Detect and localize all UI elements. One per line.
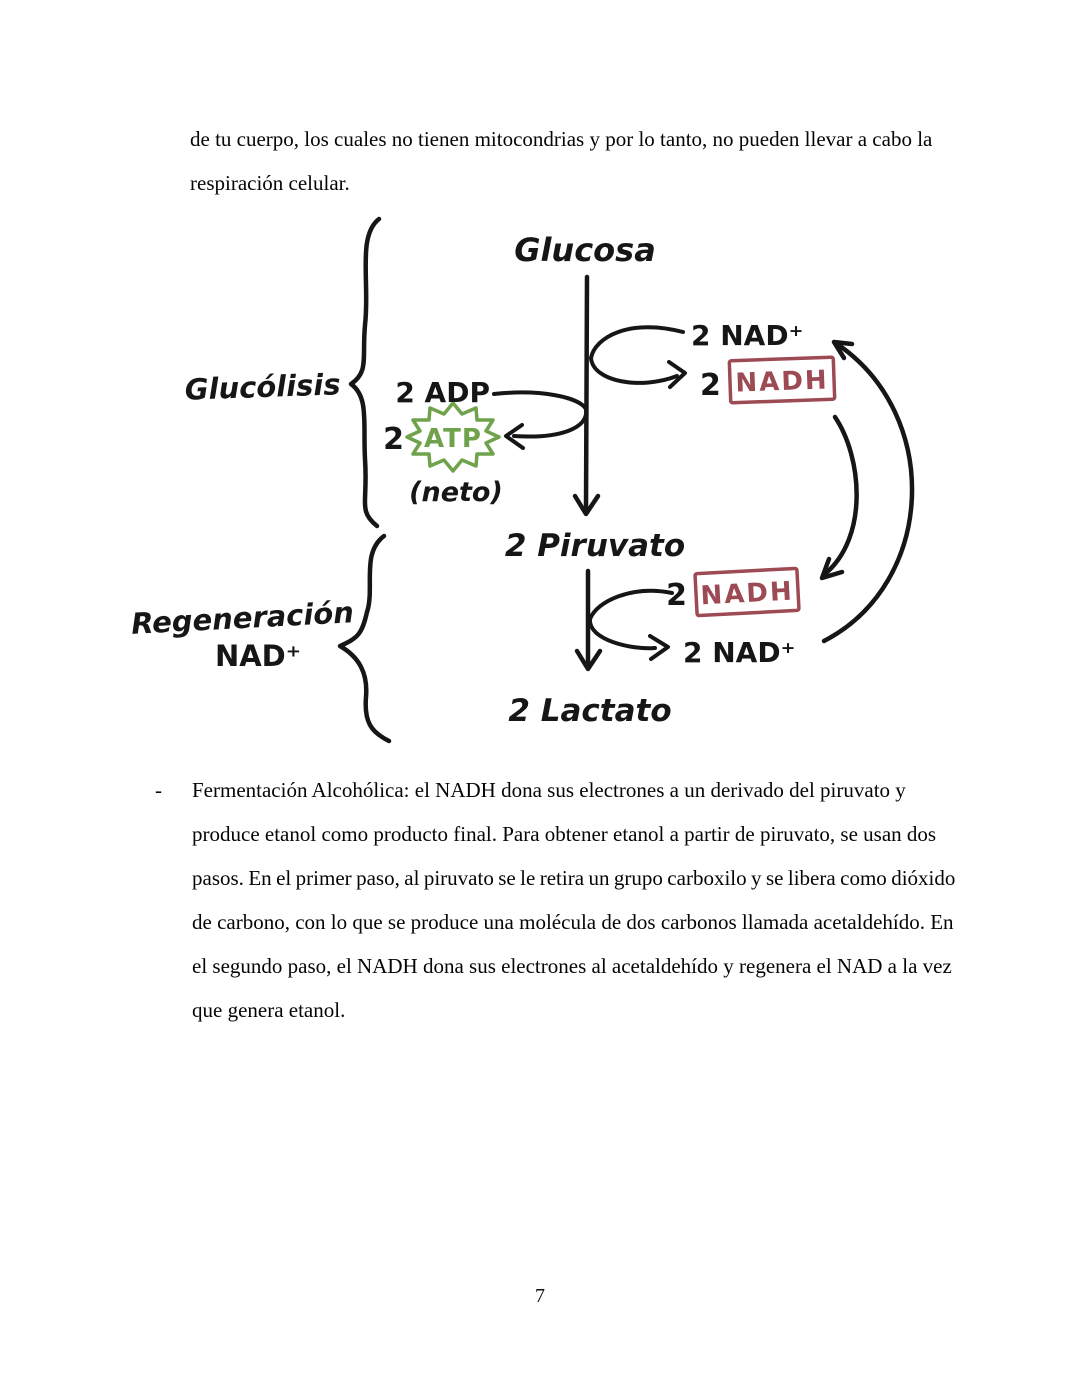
label-lactato: 2 Lactato bbox=[508, 693, 671, 729]
paragraph-line: produce etanol como producto final. Para… bbox=[192, 822, 937, 846]
label-atp-count: 2 bbox=[383, 422, 404, 457]
bullet-marker: - bbox=[155, 778, 162, 802]
paragraph-line: pasos. En el primer paso, al piruvato se… bbox=[192, 866, 956, 890]
glucolisis-brace bbox=[348, 216, 382, 529]
label-adp: 2 ADP bbox=[395, 376, 490, 409]
regeneracion-brace bbox=[337, 533, 392, 744]
nadh-transfer-curve bbox=[822, 414, 859, 577]
arrowhead-down-icon bbox=[574, 648, 603, 672]
label-nad-top: 2 NAD⁺ bbox=[691, 319, 803, 352]
atp-out-curve bbox=[512, 407, 589, 439]
paragraph-line: Fermentación Alcohólica: el NADH dona su… bbox=[192, 778, 906, 802]
arrowhead-left-icon bbox=[504, 423, 525, 450]
label-nadh-bottom: NADH bbox=[700, 577, 795, 612]
paragraph-fermentacion: Fermentación Alcohólica: el NADH dona su… bbox=[192, 768, 955, 1032]
page-number: 7 bbox=[535, 1285, 545, 1307]
nadh-box-bottom bbox=[693, 566, 801, 618]
adp-in-curve bbox=[492, 390, 588, 411]
label-nadh-top: NADH bbox=[735, 365, 829, 398]
paragraph-line: que genera etanol. bbox=[192, 998, 346, 1022]
arrowhead-right-icon bbox=[648, 634, 670, 661]
glycolysis-fermentation-diagram: Glucólisis Regeneración NAD⁺ Glucosa 2 P… bbox=[130, 216, 915, 744]
paragraph-line: de tu cuerpo, los cuales no tienen mitoc… bbox=[190, 127, 933, 151]
nadh-in-curve-bottom bbox=[588, 588, 674, 621]
label-nadh-top-count: 2 bbox=[700, 368, 721, 403]
label-neto: (neto) bbox=[409, 477, 503, 508]
arrowhead-upleft-icon bbox=[831, 339, 855, 361]
paragraph-top: de tu cuerpo, los cuales no tienen mitoc… bbox=[190, 117, 955, 205]
label-glucolisis: Glucólisis bbox=[184, 367, 341, 406]
glucosa-to-piruvato-arrow bbox=[583, 274, 590, 512]
nad-out-curve-bottom bbox=[588, 617, 657, 651]
paragraph-line: de carbono, con lo que se produce una mo… bbox=[192, 910, 954, 934]
nad-in-curve-top bbox=[589, 325, 685, 360]
label-atp: ATP bbox=[424, 424, 482, 454]
label-nad-bottom: 2 NAD⁺ bbox=[683, 636, 795, 669]
paragraph-line: el segundo paso, el NADH dona sus electr… bbox=[192, 954, 952, 978]
nadh-out-curve-top bbox=[589, 356, 679, 385]
arrowhead-down-icon bbox=[572, 493, 601, 517]
arrowhead-right-icon bbox=[667, 360, 687, 389]
arrowhead-downleft-icon bbox=[819, 556, 845, 581]
label-nadh-bottom-count: 2 bbox=[666, 578, 687, 613]
label-glucosa: Glucosa bbox=[514, 231, 656, 269]
label-regeneracion: Regeneración bbox=[130, 595, 354, 641]
nad-regeneration-curve bbox=[821, 341, 915, 644]
label-piruvato: 2 Piruvato bbox=[505, 528, 685, 564]
atp-starburst-icon bbox=[405, 401, 501, 473]
nadh-box-top bbox=[727, 355, 837, 405]
label-regeneracion-nad: NAD⁺ bbox=[215, 639, 301, 673]
paragraph-line: respiración celular. bbox=[190, 171, 350, 195]
